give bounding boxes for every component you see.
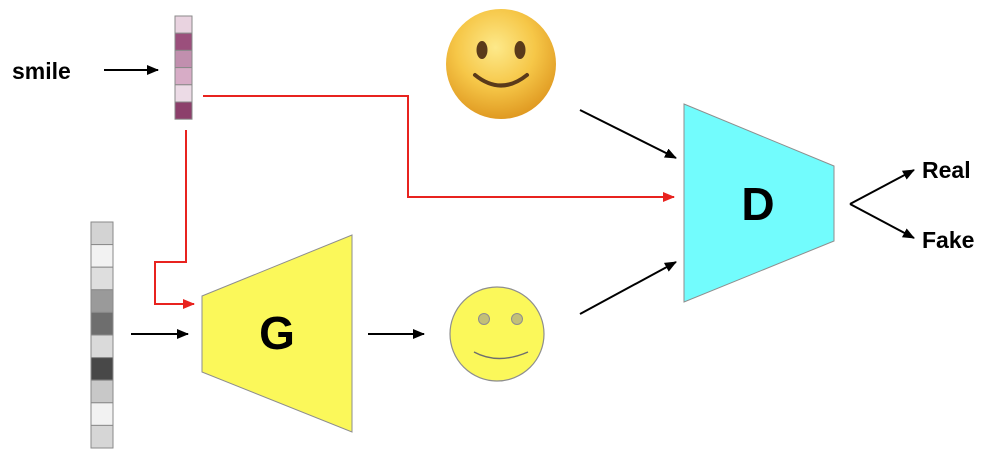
noise-vector-cell xyxy=(90,244,114,268)
noise-vector-cell xyxy=(90,266,114,291)
smiling-face-emoji-icon xyxy=(446,9,556,119)
generator-block: G xyxy=(201,234,353,433)
discriminator-block: D xyxy=(683,103,835,303)
condition-vector-cell xyxy=(174,49,193,69)
real-output-label: Real xyxy=(922,157,971,183)
noise-vector-cell xyxy=(90,334,114,359)
noise-vector-cell xyxy=(90,289,114,313)
real-to-discriminator-arrow xyxy=(579,109,677,159)
noise-vector-cell xyxy=(90,221,114,246)
fake-to-discriminator-arrow xyxy=(579,261,677,315)
fake-output-arrow xyxy=(849,203,915,239)
noise-vector-cell xyxy=(90,379,114,404)
noise-vector-cell xyxy=(90,424,114,449)
noise-vector-cell xyxy=(90,357,114,381)
noise-vector-cell xyxy=(90,311,114,336)
condition-label: smile xyxy=(12,58,71,84)
real-output-arrow xyxy=(849,169,915,205)
condition-vector-cell xyxy=(174,101,193,120)
condition-vector-cell xyxy=(174,84,193,103)
condition-vector-cell xyxy=(174,67,193,86)
fake-output-label: Fake xyxy=(922,227,974,253)
simple-smiley-face-icon xyxy=(449,286,545,382)
discriminator-label: D xyxy=(741,178,774,230)
generator-label: G xyxy=(259,307,295,359)
condition-vector-cell xyxy=(174,32,193,51)
condition-vector xyxy=(174,15,193,120)
condition-to-discriminator-arrow xyxy=(203,95,675,202)
noise-vector xyxy=(90,221,114,449)
noise-vector-cell xyxy=(90,402,114,426)
condition-to-generator-arrow xyxy=(154,130,195,309)
condition-vector-cell xyxy=(174,15,193,34)
